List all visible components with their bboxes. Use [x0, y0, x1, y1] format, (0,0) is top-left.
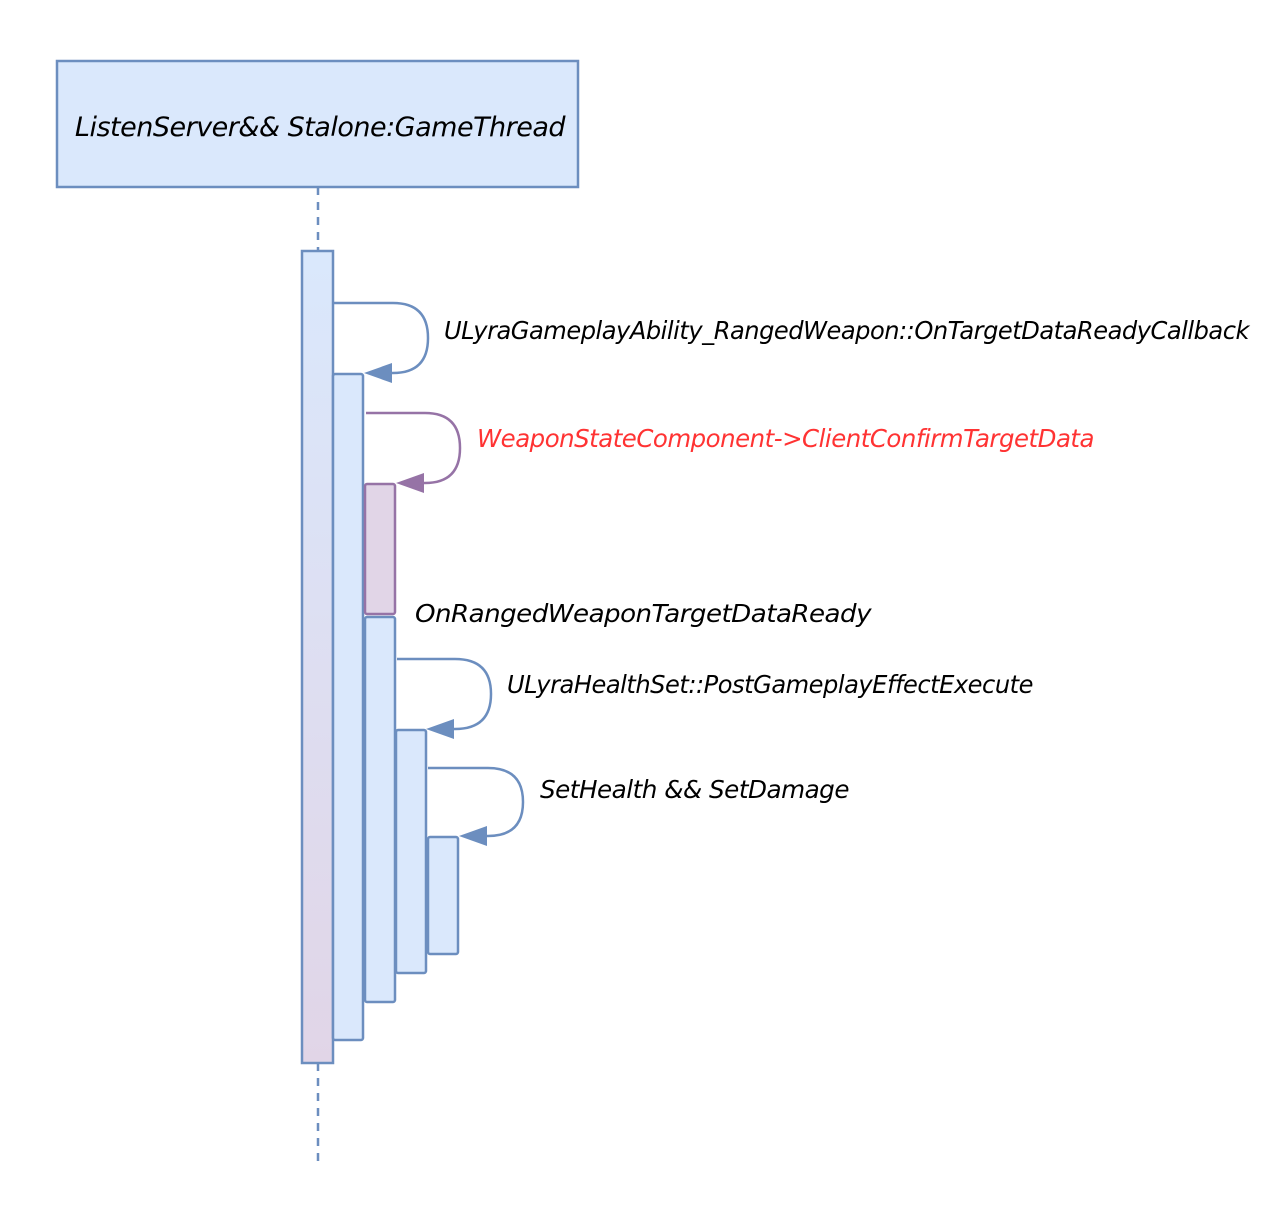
activation-bar-on-ranged-weapon-target-data-ready[interactable]: [363, 615, 397, 1004]
self-message-arrow-3[interactable]: [397, 657, 493, 731]
self-message-arrow-4[interactable]: [428, 766, 525, 838]
self-message-arrow-1[interactable]: [333, 301, 430, 375]
activation-bar-main[interactable]: [300, 249, 335, 1065]
activation-bar-set-health-set-damage[interactable]: [426, 835, 460, 956]
participant-box[interactable]: [55, 59, 580, 189]
message-label-1: ULyraGameplayAbility_RangedWeapon::OnTar…: [444, 316, 1251, 345]
arrowhead-3: [426, 719, 454, 739]
message-label-4: ULyraHealthSet::PostGameplayEffectExecut…: [507, 670, 1033, 699]
message-label-2: WeaponStateComponent->ClientConfirmTarge…: [477, 424, 1094, 453]
arrowhead-4: [459, 826, 487, 846]
arrowhead-2: [396, 473, 424, 493]
arrowhead-1: [364, 363, 392, 383]
participant-label: ListenServer&& Stalone:GameThread: [75, 112, 567, 143]
message-label-5: SetHealth && SetDamage: [540, 775, 849, 804]
activation-bar-client-confirm-target-data[interactable]: [363, 482, 397, 616]
message-label-3: OnRangedWeaponTargetDataReady: [415, 599, 873, 628]
activation-bar-post-gameplay-effect-execute[interactable]: [394, 728, 428, 975]
activation-bar-on-target-data-ready-callback[interactable]: [331, 372, 365, 1042]
self-message-arrow-2[interactable]: [366, 411, 462, 485]
